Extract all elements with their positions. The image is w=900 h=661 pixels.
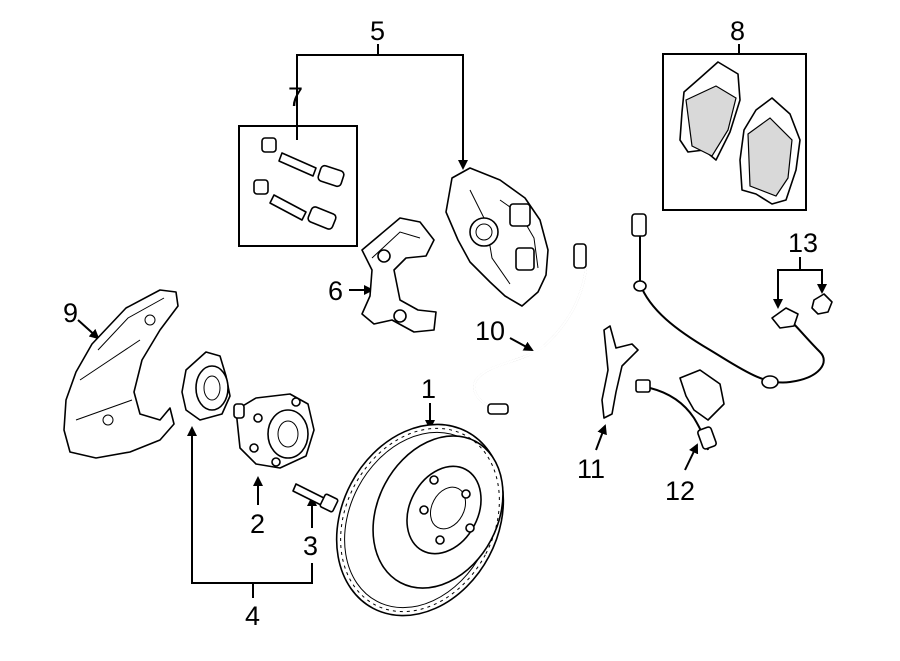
brake-caliper [445,167,549,307]
brake-pad-right [739,97,801,205]
wheel-bearing [181,351,231,421]
brake-hose [473,243,588,415]
hub-bolt [292,483,339,513]
guide-pin-lower [253,179,337,230]
hose-bracket [601,325,639,419]
callout-8: 8 [730,16,745,46]
callout-12: 12 [665,476,695,506]
callout-13: 13 [788,228,818,258]
pad-wear-sensor [635,369,725,451]
callout-5: 5 [370,16,385,46]
callout-6: 6 [328,276,343,306]
guide-pin-upper [261,137,345,188]
callout-10: 10 [475,316,505,346]
brake-pads-box [662,53,807,211]
wheel-hub [233,393,315,469]
dust-shield [63,289,179,459]
leader-lines [77,44,827,598]
callout-3: 3 [303,531,318,561]
callout-1: 1 [421,374,436,404]
caliper-bracket [361,217,437,333]
callout-7: 7 [288,82,303,112]
callout-2: 2 [250,509,265,539]
callout-4: 4 [245,601,260,631]
abs-sensor [631,213,833,389]
brake-pad-left [679,61,741,161]
callout-9: 9 [63,298,78,328]
pin-kit-box [238,125,358,247]
brake-rotor [335,423,505,617]
callout-11: 11 [577,454,605,484]
